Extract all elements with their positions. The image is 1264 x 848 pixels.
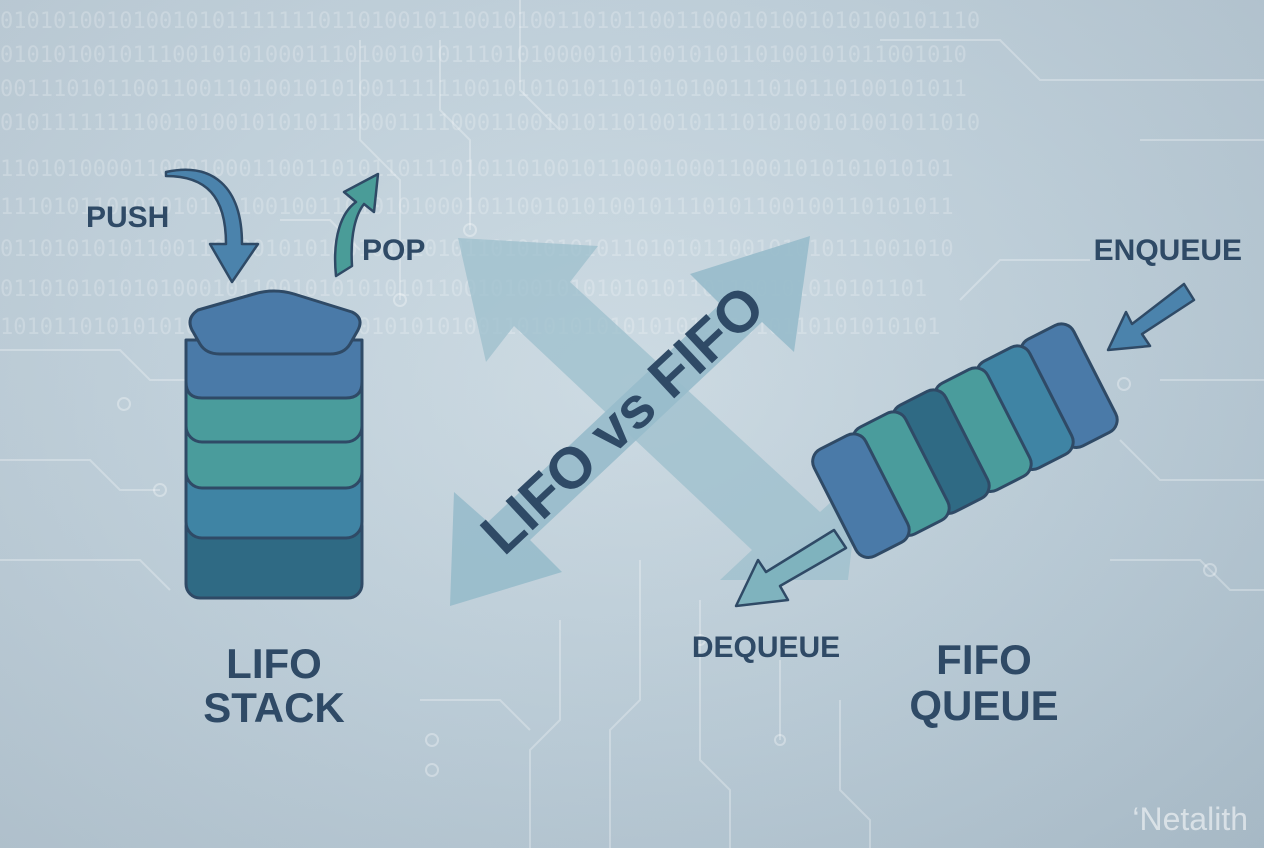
pop-arrow-icon bbox=[333, 172, 380, 278]
binary-row: 0101010010100101011111110110100101100101… bbox=[0, 9, 980, 34]
stack-title-line1: LIFO bbox=[226, 640, 322, 687]
arrow-up-right-icon bbox=[450, 236, 810, 606]
pop-label: POP bbox=[362, 234, 425, 267]
binary-row: 1101010000110001000110011010110111010110… bbox=[0, 157, 954, 182]
binary-row: 0011101011001100110100101010011111100101… bbox=[0, 77, 967, 102]
circuit-nodes bbox=[117, 223, 1217, 777]
dequeue-label: DEQUEUE bbox=[692, 631, 840, 664]
binary-row: 0101111111100101001010101110001111000110… bbox=[0, 111, 980, 136]
binary-row: 0101010010111001010100011101001010111010… bbox=[0, 43, 967, 68]
queue-title-line1: FIFO bbox=[936, 636, 1032, 683]
stack-title-line2: STACK bbox=[203, 684, 345, 731]
queue-block bbox=[811, 432, 911, 559]
fifo-queue bbox=[811, 322, 1119, 559]
lifo-stack bbox=[184, 289, 364, 600]
stack-top-block bbox=[184, 289, 364, 400]
crossing-arrows bbox=[450, 236, 860, 606]
enqueue-label: ENQUEUE bbox=[1094, 234, 1242, 267]
queue-title-line2: QUEUE bbox=[909, 682, 1058, 729]
dequeue-arrow-icon bbox=[734, 528, 848, 608]
watermark: ‘Netalith bbox=[1132, 801, 1248, 837]
binary-row: 1010110101010100101010101100101010100110… bbox=[0, 315, 940, 340]
enqueue-arrow-icon bbox=[1106, 282, 1196, 352]
push-label: PUSH bbox=[86, 201, 169, 234]
binary-row: 1110101101010101101001001101010100010110… bbox=[0, 195, 954, 220]
push-arrow-icon bbox=[164, 168, 260, 284]
